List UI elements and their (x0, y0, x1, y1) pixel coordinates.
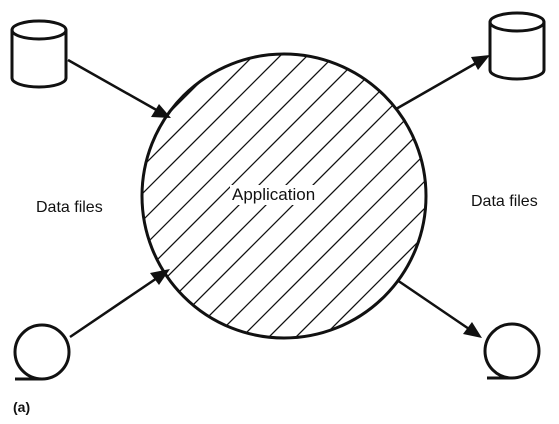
hatch-line (225, 54, 426, 338)
disk-file-top-right-icon (488, 11, 546, 81)
hatch-line (142, 54, 357, 338)
hatch-line (144, 54, 426, 338)
tape-file-bottom-right-icon (483, 322, 541, 380)
tape-file-bottom-left-icon (13, 323, 71, 381)
hatch-line (333, 54, 426, 338)
hatch-line (171, 54, 426, 338)
hatch-line (142, 54, 426, 338)
arrow-disk-to-application (67, 58, 171, 118)
application-label: Application (230, 185, 318, 205)
hatch-line (0, 0, 140, 380)
figure-caption: (a) (13, 399, 31, 415)
hatch-line (142, 54, 195, 338)
hatch-line (142, 54, 426, 338)
hatch-line (252, 54, 426, 338)
disk-file-top-left-icon (10, 19, 68, 89)
hatch-line (279, 54, 426, 338)
right-data-files-label: Data files (471, 193, 538, 210)
left-data-files-label: Data files (36, 199, 103, 216)
hatch-line (142, 54, 411, 338)
hatch-line (198, 54, 426, 338)
arrow-application-to-tape (396, 278, 482, 338)
hatch-line (142, 54, 222, 338)
hatch-line (142, 54, 249, 338)
arrow-application-to-disk (395, 55, 490, 111)
arrow-tape-to-application (69, 269, 170, 339)
hatch-line (550, 0, 559, 380)
hatch-line (142, 54, 384, 338)
hatch-line (523, 0, 559, 380)
hatch-line (496, 0, 559, 380)
